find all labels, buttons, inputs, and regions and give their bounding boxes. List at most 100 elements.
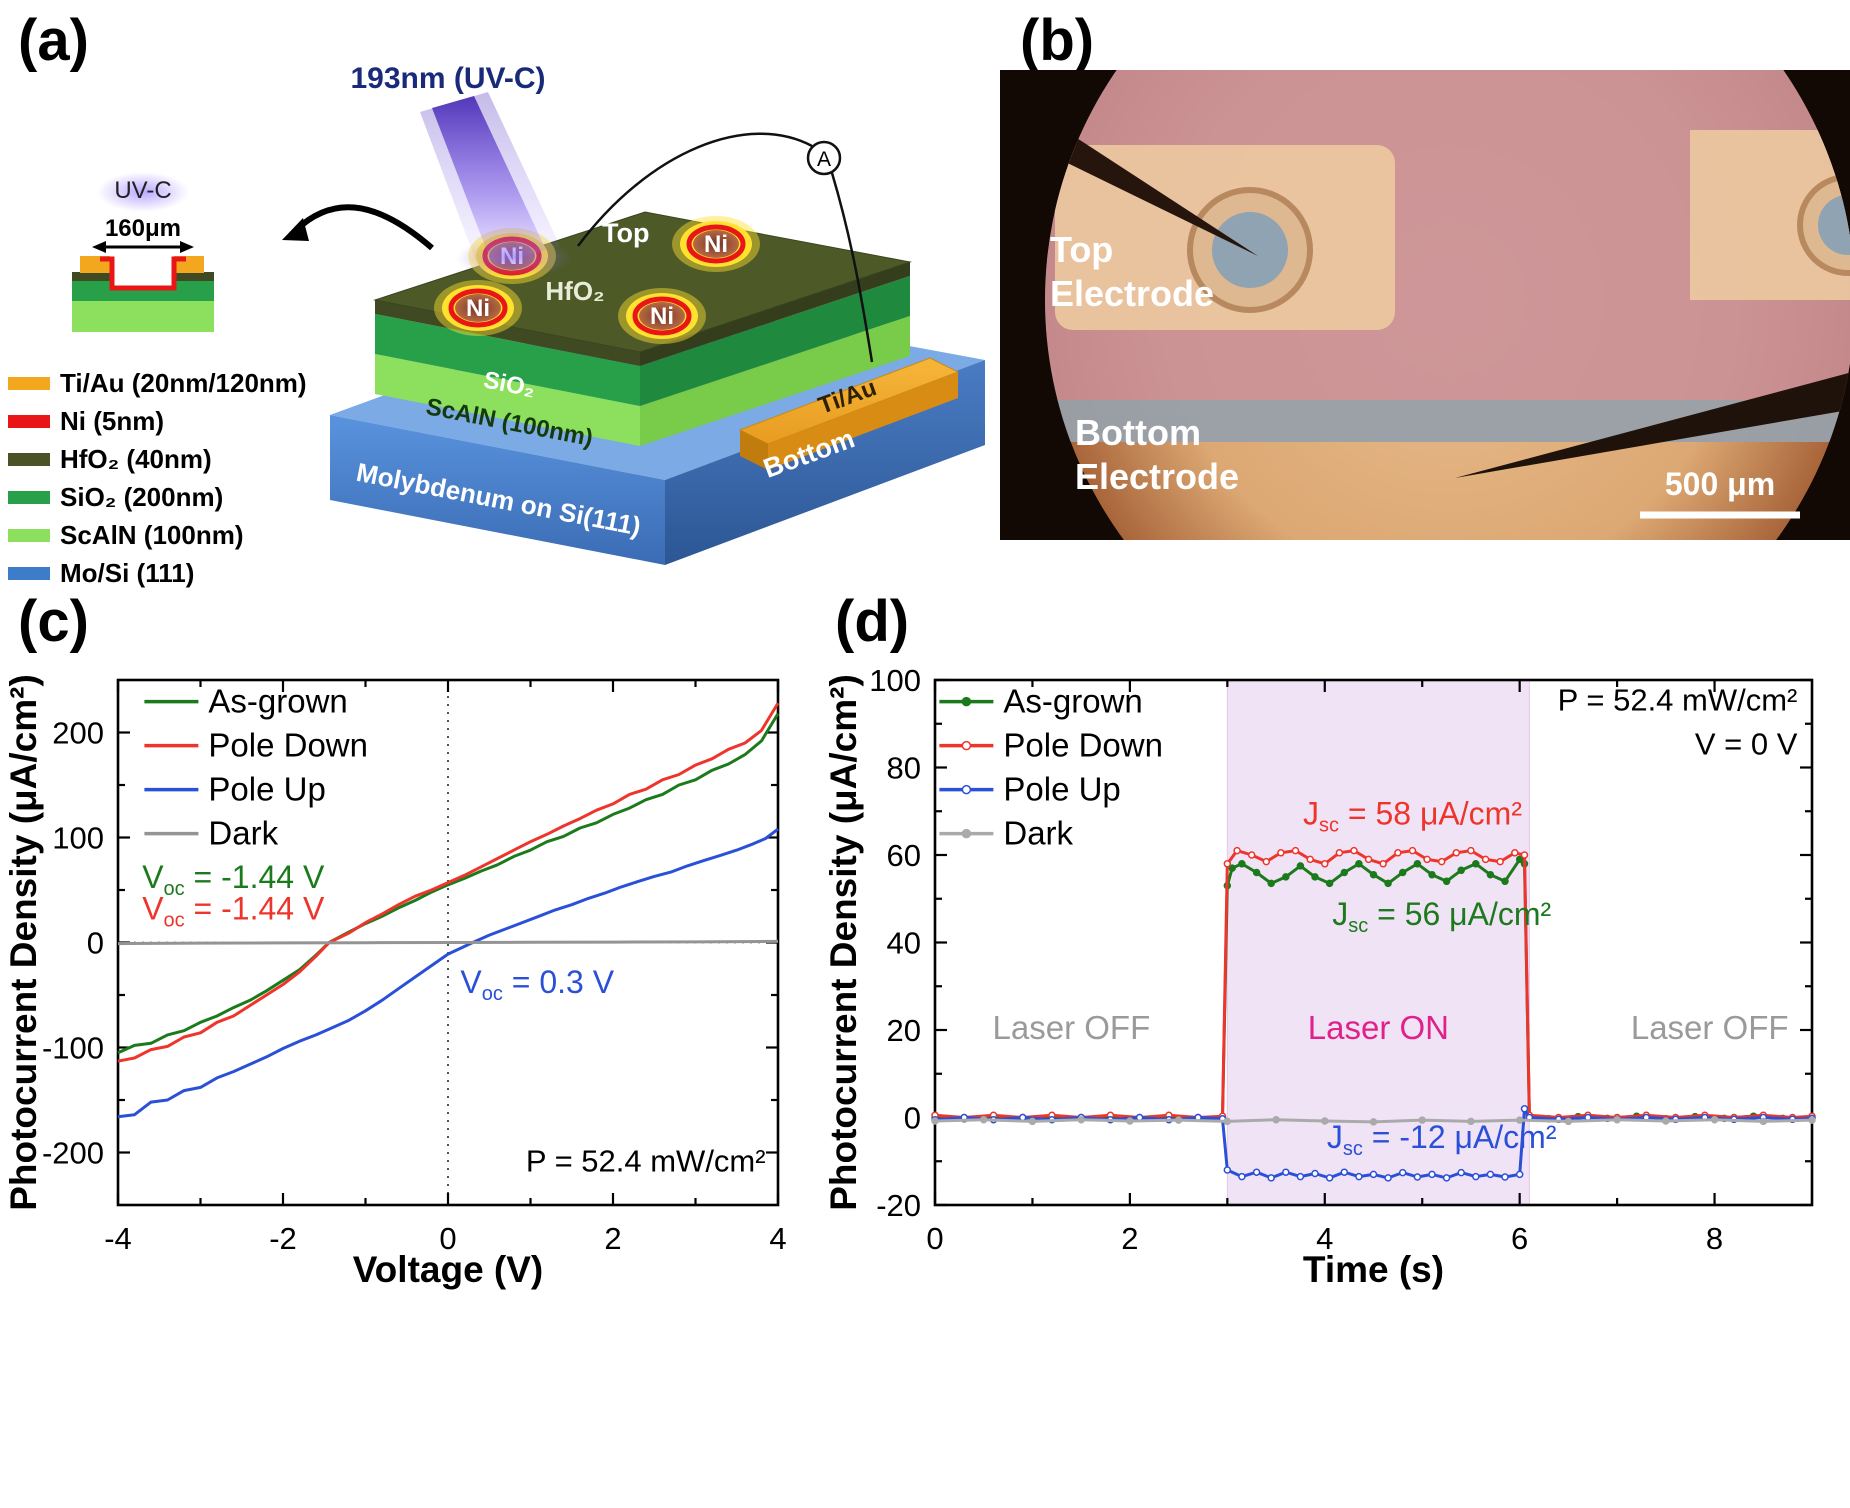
svg-text:Pole Up: Pole Up	[208, 771, 325, 808]
probe-needle-bottom	[1455, 370, 1850, 478]
svg-text:0: 0	[87, 926, 104, 961]
svg-text:Voc = -1.44 V: Voc = -1.44 V	[142, 859, 325, 900]
svg-text:40: 40	[887, 926, 921, 961]
svg-text:-2: -2	[269, 1221, 297, 1256]
svg-text:As-grown: As-grown	[208, 683, 347, 720]
legend-label: HfO₂ (40nm)	[60, 444, 212, 474]
panel-d-label: (d)	[835, 589, 910, 654]
legend-label: SiO₂ (200nm)	[60, 482, 224, 512]
ni-label: Ni	[650, 303, 674, 330]
panel-a-label: (a)	[18, 8, 89, 73]
micrograph-svg: Top Electrode Bottom Electrode 500 μm	[1000, 0, 1850, 705]
inset-scaln	[72, 300, 214, 332]
legend-row: Ti/Au (20nm/120nm)	[8, 368, 307, 399]
bottom-electrode-label-line2: Electrode	[1075, 456, 1239, 497]
legend-swatch	[8, 567, 50, 580]
svg-text:Jsc = 56 μA/cm²: Jsc = 56 μA/cm²	[1332, 896, 1551, 937]
svg-text:2: 2	[1121, 1221, 1138, 1256]
svg-text:Pole Up: Pole Up	[1003, 771, 1120, 808]
svg-text:Voc = 0.3 V: Voc = 0.3 V	[460, 964, 614, 1005]
legend-label: ScAlN (100nm)	[60, 520, 244, 550]
scaln-layer-right	[640, 316, 910, 446]
substrate-front-left-face	[330, 415, 665, 565]
legend-label: Ti/Au (20nm/120nm)	[60, 368, 307, 398]
ni-contact: Ni	[434, 280, 522, 336]
svg-text:Pole Down: Pole Down	[1003, 727, 1163, 764]
svg-text:8: 8	[1706, 1221, 1723, 1256]
width-arrowhead-right-icon	[180, 241, 194, 253]
wire-bottom	[830, 172, 874, 363]
hfo2-layer-left	[375, 300, 640, 366]
svg-text:20: 20	[887, 1013, 921, 1048]
top-label: Top	[602, 218, 649, 248]
ammeter-icon	[806, 140, 842, 176]
inset-hfo2-right	[174, 272, 214, 281]
legend-swatch	[8, 377, 50, 390]
svg-text:-4: -4	[104, 1221, 132, 1256]
contact-center	[1212, 212, 1288, 288]
cross-section-inset: UV-C 160μm	[72, 172, 214, 332]
legend-swatch	[8, 453, 50, 466]
svg-text:-100: -100	[42, 1031, 104, 1066]
svg-text:0: 0	[926, 1221, 943, 1256]
wire-top	[577, 132, 813, 247]
panel-c-label: (c)	[18, 589, 89, 654]
uv-beam-glow	[456, 238, 572, 278]
inset-uv-glow	[97, 172, 189, 212]
width-arrowhead-left-icon	[92, 241, 106, 253]
hfo2-label: HfO₂	[545, 276, 604, 306]
panel-b-micrograph: (b) Top	[990, 0, 1850, 705]
zoom-arrow	[293, 204, 434, 251]
svg-text:4: 4	[1316, 1221, 1333, 1256]
zoom-arrowhead-icon	[282, 218, 309, 241]
beam-label: 193nm (UV-C)	[350, 62, 545, 95]
sio2-layer-left	[375, 314, 640, 406]
svg-text:Laser ON: Laser ON	[1308, 1009, 1449, 1046]
svg-text:Pole Down: Pole Down	[208, 727, 368, 764]
legend-row: HfO₂ (40nm)	[8, 444, 307, 475]
svg-text:Dark: Dark	[208, 815, 278, 852]
svg-text:200: 200	[52, 716, 104, 751]
inset-uv-label: UV-C	[114, 177, 171, 204]
inset-ni-liner	[100, 256, 186, 291]
device-schematic-svg: Ni Ni Ni Ni 193nm (UV-C) HfO₂ SiO₂ ScAlN…	[72, 62, 985, 565]
bottom-electrode-label-line1: Bottom	[1075, 412, 1201, 453]
hfo2-layer-right	[640, 262, 910, 366]
legend-swatch	[8, 491, 50, 504]
svg-text:V = 0 V: V = 0 V	[1695, 726, 1798, 761]
scale-bar-label: 500 μm	[1665, 466, 1775, 502]
inset-trench	[112, 252, 172, 286]
ammeter-label: A	[817, 148, 831, 171]
legend-row: Ni (5nm)	[8, 406, 307, 437]
legend-swatch	[8, 415, 50, 428]
svg-text:-20: -20	[876, 1188, 921, 1223]
svg-text:Jsc = -12 μA/cm²: Jsc = -12 μA/cm²	[1327, 1119, 1557, 1160]
svg-text:Time (s): Time (s)	[1303, 1249, 1444, 1290]
svg-text:Voltage (V): Voltage (V)	[353, 1249, 544, 1290]
legend-row: ScAlN (100nm)	[8, 520, 307, 551]
svg-text:Photocurrent Density (μA/cm²): Photocurrent Density (μA/cm²)	[3, 674, 44, 1211]
tiau-bar-end	[740, 430, 768, 470]
legend-row: Mo/Si (111)	[8, 558, 307, 589]
svg-text:100: 100	[52, 821, 104, 856]
svg-text:Dark: Dark	[1003, 815, 1073, 852]
sio2-layer-right	[640, 276, 910, 406]
svg-text:Jsc = 58 μA/cm²: Jsc = 58 μA/cm²	[1303, 795, 1522, 836]
svg-text:0: 0	[439, 1221, 456, 1256]
legend-swatch	[8, 529, 50, 542]
svg-text:6: 6	[1511, 1221, 1528, 1256]
svg-text:Laser OFF: Laser OFF	[993, 1009, 1151, 1046]
inset-hfo2-left	[72, 272, 112, 281]
legend-row: SiO₂ (200nm)	[8, 482, 307, 513]
ni-contact: Ni	[618, 288, 706, 344]
panel-a-schematic: (a)	[0, 0, 990, 588]
inset-width-label: 160μm	[105, 215, 181, 242]
svg-text:P = 52.4 mW/cm²: P = 52.4 mW/cm²	[526, 1143, 766, 1178]
top-electrode-label-line1: Top	[1050, 229, 1113, 270]
svg-text:-200: -200	[42, 1136, 104, 1171]
